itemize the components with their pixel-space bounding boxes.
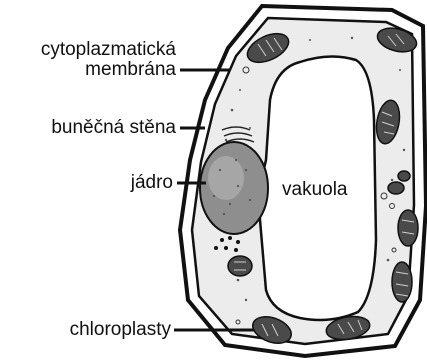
label-nucleus: jádro bbox=[0, 173, 173, 193]
nucleus bbox=[200, 142, 268, 234]
label-vacuole: vakuola bbox=[282, 180, 348, 200]
label-chloroplasts: chloroplasty bbox=[0, 320, 171, 340]
label-membrane-line1: cytoplazmatická bbox=[0, 40, 176, 60]
label-membrane-line2: membrána bbox=[0, 60, 176, 80]
label-cell-wall: buněčná stěna bbox=[0, 118, 176, 138]
